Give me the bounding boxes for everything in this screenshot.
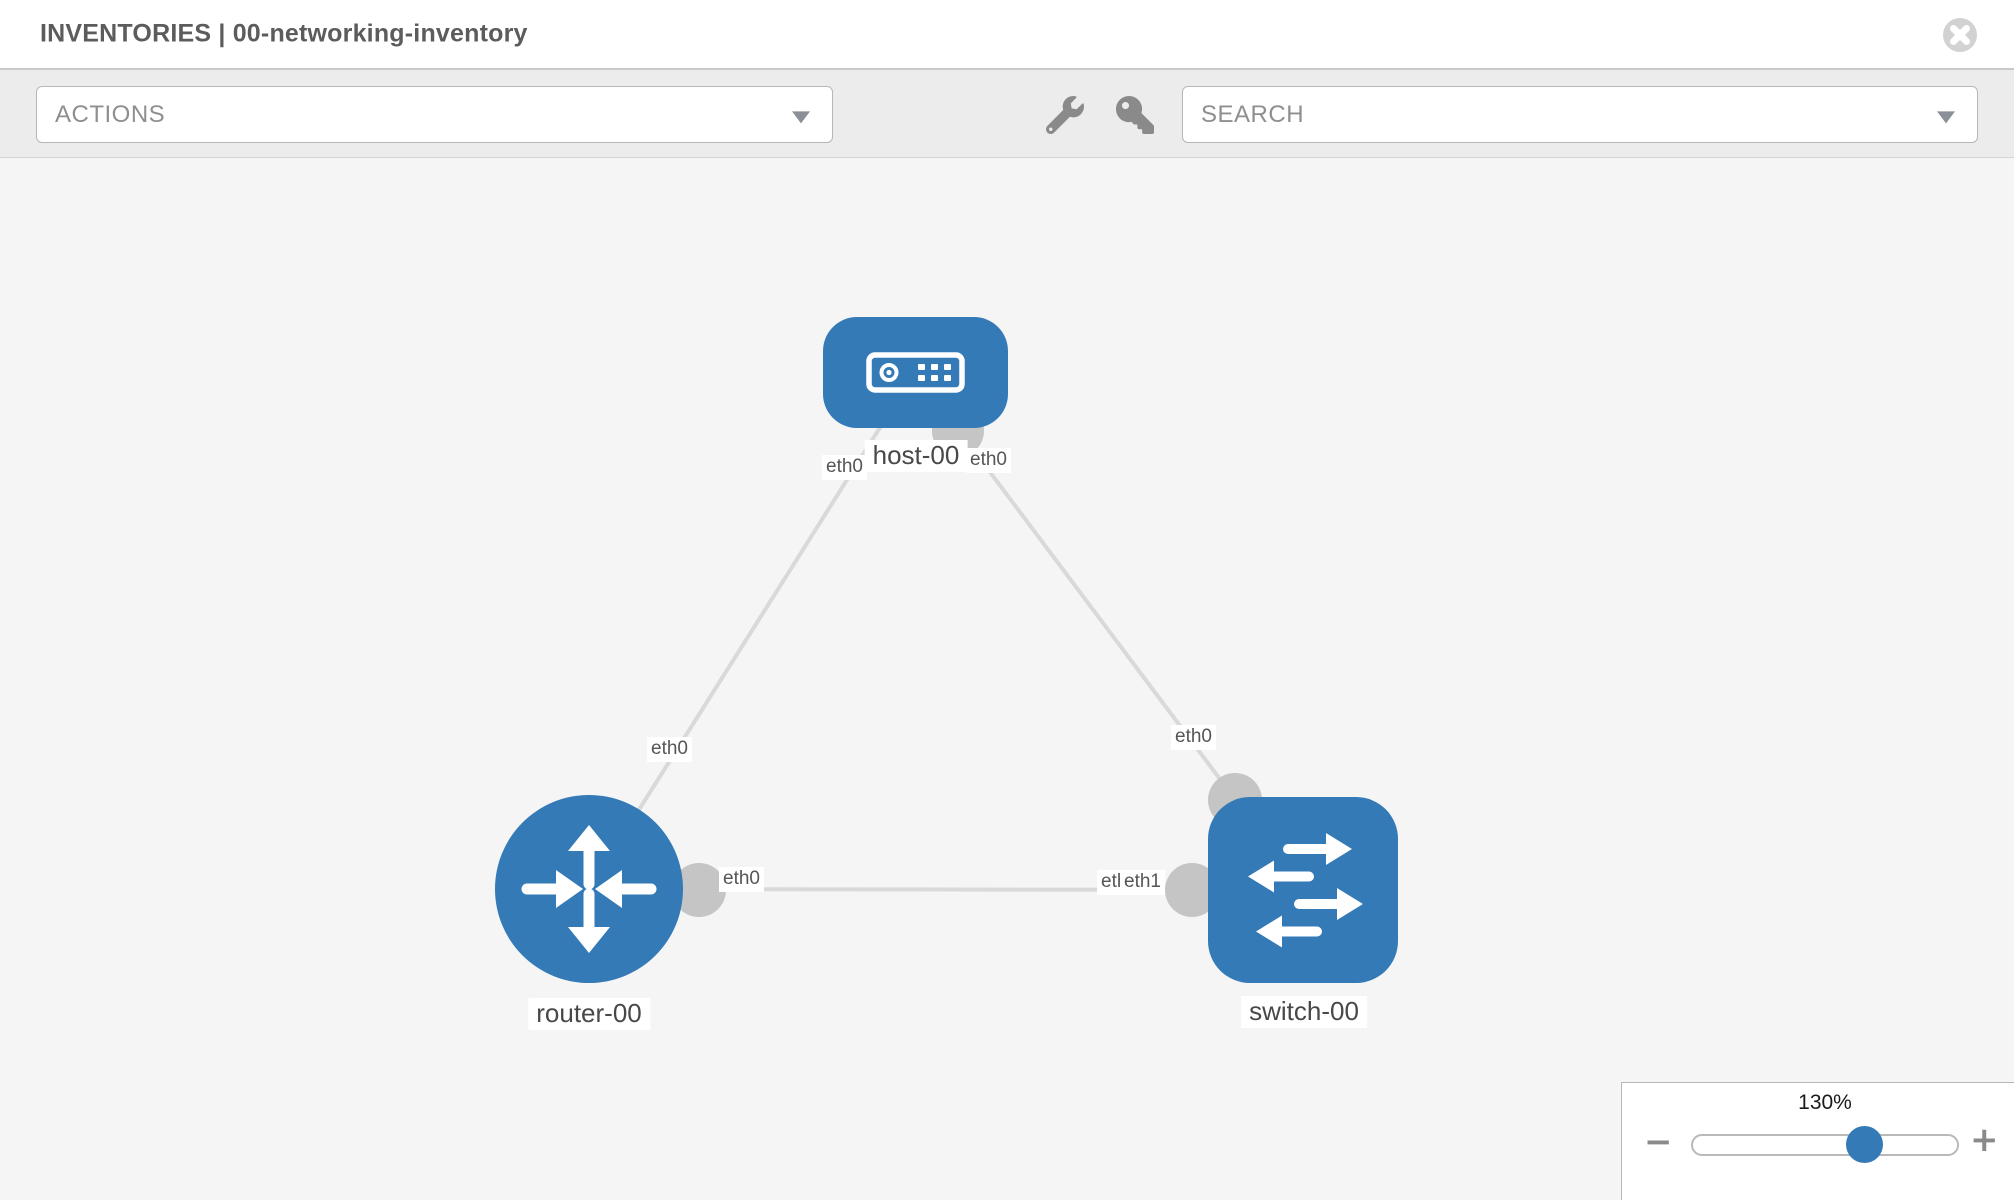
node-label-host: host-00 [864, 440, 968, 472]
switch-icon [1248, 833, 1363, 948]
port-label-host-to-router: eth0 [822, 455, 867, 480]
close-button[interactable] [1942, 17, 1978, 53]
search-dropdown-placeholder: SEARCH [1201, 100, 1305, 128]
router-icon [521, 825, 657, 953]
port-label-switch-to-router: eth1 [1120, 870, 1165, 895]
toolbar: ACTIONS SEARCH [0, 70, 2014, 158]
key-icon [1116, 96, 1154, 134]
node-switch-00[interactable] [1208, 797, 1398, 983]
port-connector-router [672, 863, 726, 917]
zoom-out-button[interactable]: − [1644, 1125, 1673, 1159]
port-label-router-to-host: eth0 [647, 737, 692, 762]
page-title: INVENTORIES | 00-networking-inventory [40, 19, 528, 48]
configure-tool-button[interactable] [1045, 96, 1084, 135]
topology-graph [495, 317, 1398, 983]
credentials-tool-button[interactable] [1116, 96, 1154, 134]
node-label-router: router-00 [528, 998, 650, 1030]
port-label-host-to-switch: eth0 [966, 448, 1011, 473]
zoom-level-value: 130% [1798, 1091, 1852, 1114]
minus-icon: − [1644, 1122, 1673, 1162]
chevron-down-icon [1937, 110, 1955, 123]
node-host-00[interactable] [823, 317, 1008, 428]
port-connector-switch-left [1165, 863, 1219, 917]
zoom-panel: 130% − + [1621, 1082, 2014, 1200]
chevron-down-icon [792, 110, 810, 123]
page-header: INVENTORIES | 00-networking-inventory [0, 0, 2014, 70]
search-dropdown[interactable]: SEARCH [1182, 86, 1978, 143]
actions-dropdown-placeholder: ACTIONS [55, 100, 166, 128]
zoom-slider-thumb[interactable] [1846, 1126, 1883, 1163]
zoom-slider-track[interactable] [1691, 1134, 1959, 1156]
plus-icon: + [1970, 1120, 1999, 1160]
zoom-in-button[interactable]: + [1970, 1123, 1999, 1157]
wrench-icon [1045, 96, 1084, 135]
port-label-router-to-switch: eth0 [719, 867, 764, 892]
topology-canvas[interactable]: host-00 router-00 switch-00 eth0 eth0 et… [0, 158, 2014, 1200]
actions-dropdown[interactable]: ACTIONS [36, 86, 833, 143]
close-icon [1943, 18, 1977, 52]
node-router-00[interactable] [495, 795, 683, 983]
node-label-switch: switch-00 [1241, 996, 1367, 1028]
host-icon [866, 352, 965, 393]
port-label-switch-to-host: eth0 [1171, 725, 1216, 750]
